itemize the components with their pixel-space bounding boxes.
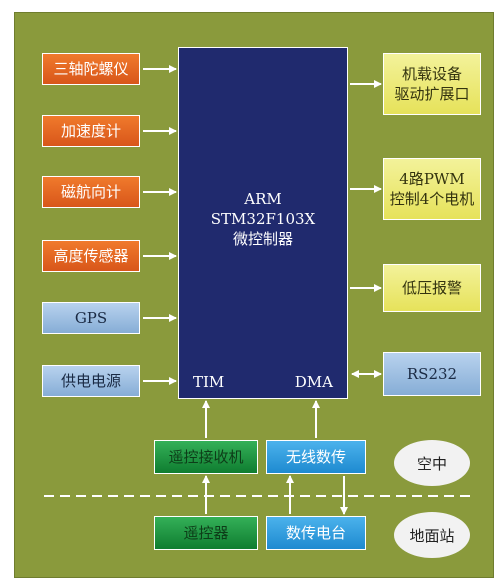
pwm-motor-block: 4路PWM 控制4个电机 [383, 158, 481, 220]
mcu-block: ARM STM32F103X 微控制器 TIM DMA [178, 47, 348, 399]
remote-controller-label: 遥控器 [183, 523, 229, 542]
low-voltage-alarm-block: 低压报警 [383, 264, 481, 312]
ground-zone-label: 地面站 [409, 526, 455, 545]
gyroscope-block: 三轴陀螺仪 [42, 53, 140, 85]
data-radio-block: 数传电台 [266, 516, 366, 550]
pwm-motor-line-1: 4路PWM [399, 169, 465, 188]
magnetometer-block: 磁航向计 [42, 176, 140, 208]
low-voltage-alarm-label: 低压报警 [401, 278, 462, 297]
rc-receiver-block: 遥控接收机 [154, 440, 258, 474]
pwm-motor-line-2: 控制4个电机 [389, 190, 475, 208]
remote-controller-block: 遥控器 [154, 516, 258, 550]
altitude-sensor-label: 高度传感器 [53, 246, 129, 265]
dma-port-label: DMA [294, 373, 333, 391]
wireless-transmission-label: 无线数传 [285, 447, 346, 466]
accelerometer-label: 加速度计 [60, 121, 121, 140]
rs232-block: RS232 [383, 352, 481, 396]
gps-label: GPS [74, 308, 108, 327]
data-radio-label: 数传电台 [285, 523, 346, 542]
air-zone-oval: 空中 [394, 440, 470, 486]
gyroscope-label: 三轴陀螺仪 [53, 59, 129, 78]
magnetometer-label: 磁航向计 [60, 182, 121, 201]
accelerometer-block: 加速度计 [42, 115, 140, 147]
onboard-expansion-block: 机载设备 驱动扩展口 [383, 53, 481, 115]
mcu-line-1: ARM [244, 190, 282, 208]
mcu-line-2: STM32F103X [210, 210, 316, 228]
air-zone-label: 空中 [416, 454, 447, 473]
rc-receiver-label: 遥控接收机 [168, 447, 244, 466]
power-supply-label: 供电电源 [60, 371, 121, 390]
rs232-label: RS232 [406, 364, 458, 383]
onboard-expansion-line-2: 驱动扩展口 [394, 85, 470, 103]
altitude-sensor-block: 高度传感器 [42, 240, 140, 272]
power-supply-block: 供电电源 [42, 365, 140, 397]
ground-zone-oval: 地面站 [394, 512, 470, 558]
mcu-line-3: 微控制器 [232, 230, 293, 248]
onboard-expansion-line-1: 机载设备 [401, 64, 462, 83]
tim-port-label: TIM [193, 373, 225, 391]
gps-block: GPS [42, 302, 140, 334]
wireless-transmission-block: 无线数传 [266, 440, 366, 474]
